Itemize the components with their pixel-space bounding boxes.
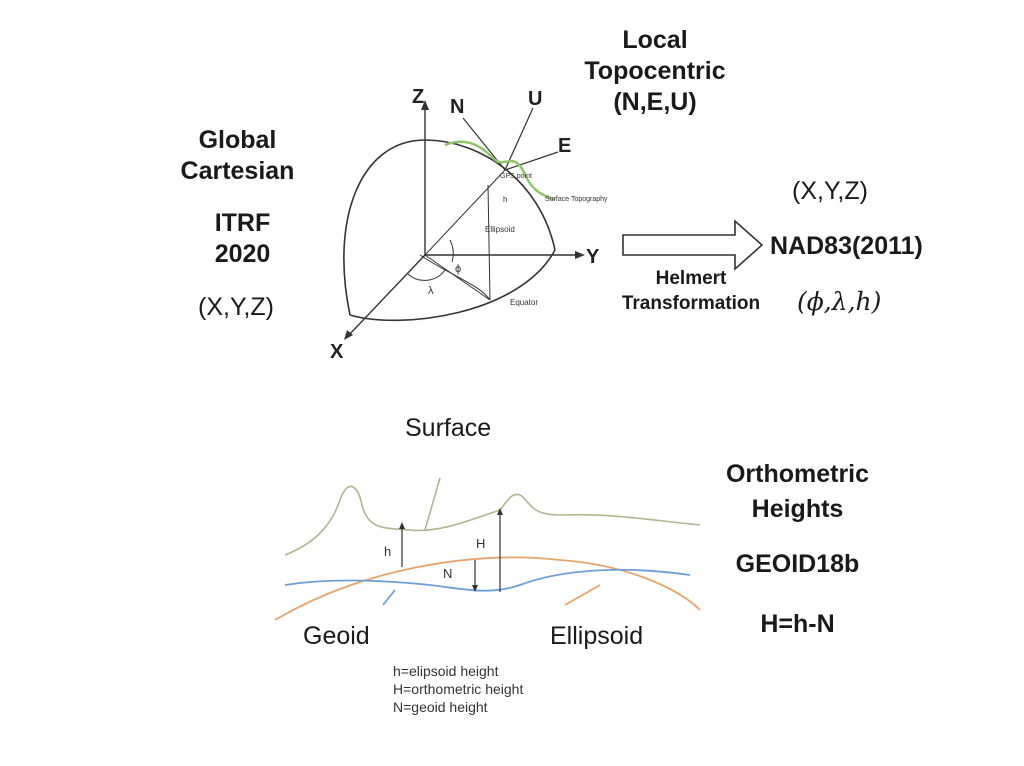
- transformation-arrow: [622, 219, 764, 271]
- itrf-line2: 2020: [214, 240, 271, 268]
- phi-label: ϕ: [455, 263, 461, 275]
- axis-y-label: Y: [586, 246, 600, 268]
- axis-x-label: X: [330, 341, 344, 363]
- surface-curve: [284, 485, 701, 556]
- target-xyz: (X,Y,Z): [792, 177, 868, 205]
- N-measure-label: N: [443, 566, 452, 581]
- surface-topography-label: Surface Topography: [545, 196, 608, 203]
- gps-point-label: GPS point: [500, 173, 532, 180]
- H-measure-arrow: [497, 508, 503, 515]
- height-equation: H=h-N: [760, 610, 835, 638]
- ortho-line1: Orthometric: [725, 460, 870, 488]
- vertical-projection: [487, 184, 491, 301]
- legend-h: h=elipsoid height: [393, 663, 499, 679]
- target-datum: NAD83(2011): [770, 232, 923, 260]
- legend-N: N=geoid height: [393, 699, 488, 715]
- ellipsoid-label-small: Ellipsoid: [485, 225, 515, 234]
- phi-arc: [449, 239, 454, 263]
- lambda-label: λ: [428, 285, 434, 297]
- geoid-curve: [284, 568, 691, 592]
- x-axis: [347, 254, 426, 337]
- local-title-line3: (N,E,U): [613, 88, 697, 116]
- ellipsoid-equator-arc: [349, 249, 556, 322]
- axis-e-label: E: [558, 135, 571, 157]
- global-xyz: (X,Y,Z): [198, 293, 274, 321]
- global-line1: Global: [198, 126, 277, 154]
- y-axis-arrow: [575, 251, 585, 259]
- ellipsoid-meridian-arc: [343, 139, 556, 316]
- helmert-transformation-label: Helmert Transformation: [586, 266, 796, 316]
- ortho-line2: Heights: [751, 495, 844, 523]
- local-topocentric-title: Local Topocentric (N,E,U): [555, 25, 755, 118]
- lambda-arc: [407, 269, 446, 281]
- h-label-small: h: [503, 195, 507, 204]
- surface-topography-curve: [444, 140, 556, 202]
- z-axis-arrow: [421, 100, 429, 110]
- axis-z-label: Z: [412, 86, 424, 108]
- N-measure-arrow: [472, 585, 478, 592]
- transform-line2: Transformation: [621, 293, 761, 314]
- transform-line1: Helmert: [655, 268, 727, 289]
- u-axis: [504, 107, 534, 171]
- itrf-title: ITRF 2020: [170, 208, 315, 270]
- global-cartesian-title: Global Cartesian: [150, 125, 325, 187]
- orthometric-heights-title: Orthometric Heights: [700, 457, 895, 527]
- H-measure-label: H: [476, 536, 485, 551]
- height-legend: h=elipsoid height H=orthometric height N…: [393, 662, 523, 716]
- ellipsoid-curve: [274, 556, 701, 621]
- ellipsoid-label: Ellipsoid: [550, 622, 644, 650]
- geoid-model-label: GEOID18b: [735, 550, 860, 578]
- local-title-line1: Local: [622, 26, 688, 54]
- axis-u-label: U: [528, 88, 542, 110]
- e-axis: [504, 151, 559, 171]
- legend-H: H=orthometric height: [393, 681, 524, 697]
- axis-n-label: N: [450, 96, 464, 118]
- normal-line: [424, 169, 506, 256]
- x-axis-arrow: [344, 330, 353, 340]
- geoid-label: Geoid: [303, 622, 370, 650]
- local-title-line2: Topocentric: [584, 57, 726, 85]
- equator-label-small: Equator: [510, 298, 538, 307]
- itrf-line1: ITRF: [214, 209, 271, 237]
- h-measure-label: h: [384, 544, 391, 559]
- ellipsoid-pointer: [564, 584, 601, 606]
- equator-inner-arc: [419, 254, 491, 301]
- surface-label: Surface: [405, 414, 492, 442]
- equator-projection: [424, 254, 491, 301]
- geoid-pointer: [382, 589, 396, 606]
- surface-pointer: [424, 477, 441, 531]
- h-measure-arrow: [399, 522, 405, 529]
- global-line2: Cartesian: [180, 157, 295, 185]
- target-geodetic: (ϕ,λ,h): [797, 287, 882, 316]
